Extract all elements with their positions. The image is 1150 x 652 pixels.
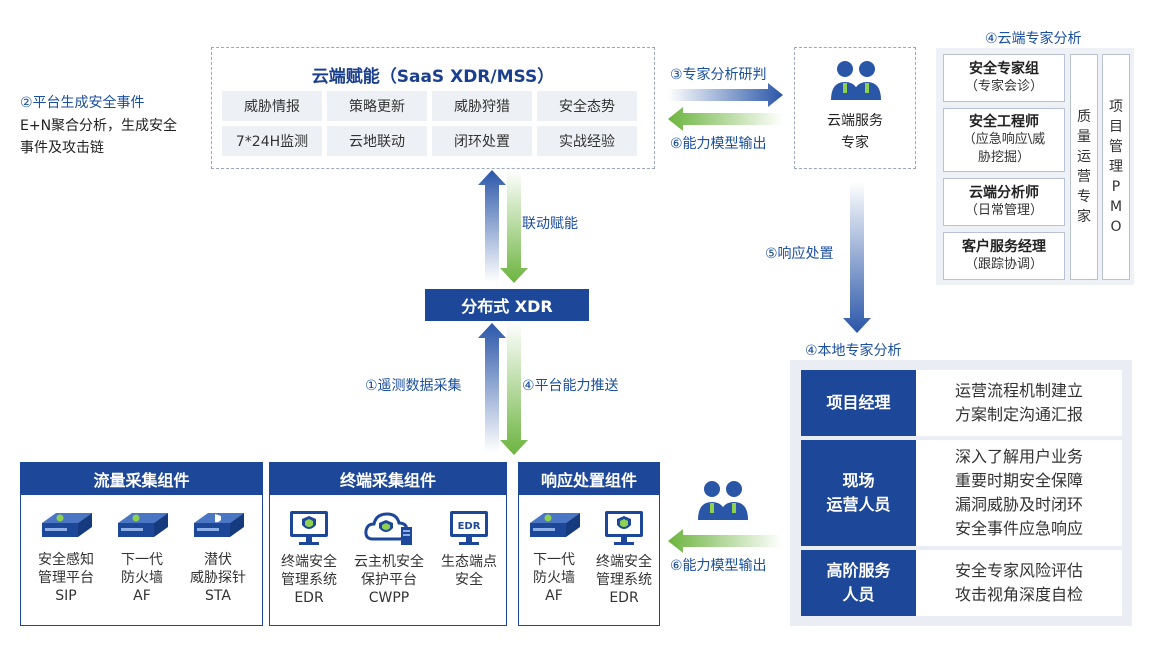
monitor-shield-icon: [605, 511, 643, 545]
label-expert-research: ③专家分析研判: [670, 67, 767, 83]
component-title: 终端采集组件: [270, 463, 506, 495]
cloud-cell: 云地联动: [327, 126, 427, 156]
cloud-cell: 策略更新: [327, 91, 427, 121]
label-telemetry: ①遥测数据采集: [365, 378, 462, 394]
label-linkage: 联动赋能: [522, 216, 578, 232]
device-ecosystem-endpoint: EDR 生态端点安全: [426, 509, 512, 589]
analysis-item: 安全工程师 （应急响应\威 胁挖掘）: [943, 108, 1065, 172]
local-analysis-panel: 项目经理 运营流程机制建立方案制定沟通汇报 现场运营人员 深入了解用户业务重要时…: [790, 360, 1132, 626]
label-model-output-top: ⑥能力模型输出: [670, 136, 767, 152]
analysis-item: 云端分析师 （日常管理）: [943, 178, 1065, 226]
appliance-icon: [194, 513, 244, 537]
cloud-expert-box: 云端服务 专家: [794, 47, 916, 169]
role-desc: 安全专家风险评估攻击视角深度自检: [916, 550, 1122, 616]
cloud-cell: 实战经验: [537, 126, 637, 156]
cloud-cell: 安全态势: [537, 91, 637, 121]
platform-event-line1: E+N聚合分析，生成安全: [20, 118, 178, 134]
analysis-item: 安全专家组 （专家会诊）: [943, 54, 1065, 102]
monitor-edr-icon: EDR: [450, 511, 488, 545]
analysis-item: 客户服务经理 （跟踪协调）: [943, 232, 1065, 280]
cloud-cell: 7*24H监测: [222, 126, 322, 156]
cloud-title: 云端赋能（SaaS XDR/MSS）: [311, 67, 555, 87]
platform-event-line2: 事件及攻击链: [20, 140, 104, 156]
component-title: 响应处置组件: [519, 463, 659, 495]
cloud-empowerment-box: 云端赋能（SaaS XDR/MSS） 威胁情报 策略更新 威胁狩猎 安全态势 7…: [211, 47, 655, 169]
label-response: ⑤响应处置: [765, 246, 834, 262]
cloud-server-icon: [364, 512, 412, 545]
arrow-research-right: [668, 83, 783, 107]
component-title: 流量采集组件: [21, 463, 262, 495]
cloud-cell: 威胁狩猎: [432, 91, 532, 121]
arrow-model-left-bottom: [668, 529, 782, 553]
distributed-xdr: 分布式 XDR: [425, 289, 589, 321]
cloud-expert-line2: 专家: [841, 135, 869, 151]
cloud-cell: 威胁情报: [222, 91, 322, 121]
cloud-expert-label: 云端服务 专家: [795, 110, 915, 154]
arrow-push-down: [500, 323, 528, 455]
svg-text:EDR: EDR: [458, 521, 481, 532]
cloud-cell: 闭环处置: [432, 126, 532, 156]
people-icon: [698, 481, 748, 520]
appliance-icon: [118, 513, 168, 537]
local-analysis-title: ④本地专家分析: [805, 343, 902, 359]
label-push: ④平台能力推送: [522, 378, 619, 394]
arrow-response-down: [843, 182, 871, 333]
role-project-manager: 项目经理: [801, 370, 916, 436]
role-onsite-operator: 现场运营人员: [801, 440, 916, 546]
appliance-icon: [42, 513, 92, 537]
appliance-icon: [530, 513, 580, 537]
cloud-analysis-title: ④云端专家分析: [985, 31, 1082, 47]
cloud-expert-line1: 云端服务: [827, 113, 883, 129]
platform-event-title: ②平台生成安全事件: [20, 95, 145, 111]
arrow-linkage-up: [478, 170, 506, 282]
arrow-telemetry-up: [478, 323, 506, 452]
arrow-model-left-top: [668, 107, 783, 131]
label-model-output-bottom: ⑥能力模型输出: [670, 558, 767, 574]
role-desc: 运营流程机制建立方案制定沟通汇报: [916, 370, 1122, 436]
role-senior-service: 高阶服务人员: [801, 550, 916, 616]
people-icon: [831, 61, 881, 100]
monitor-shield-icon: [290, 511, 328, 545]
quality-expert-column: 质量 运营 专家: [1070, 54, 1098, 280]
arrow-linkage-down: [500, 170, 528, 283]
role-desc: 深入了解用户业务重要时期安全保障 漏洞威胁及时闭环安全事件应急响应: [916, 440, 1122, 546]
cloud-analysis-panel: 安全专家组 （专家会诊） 安全工程师 （应急响应\威 胁挖掘） 云端分析师 （日…: [936, 48, 1134, 285]
